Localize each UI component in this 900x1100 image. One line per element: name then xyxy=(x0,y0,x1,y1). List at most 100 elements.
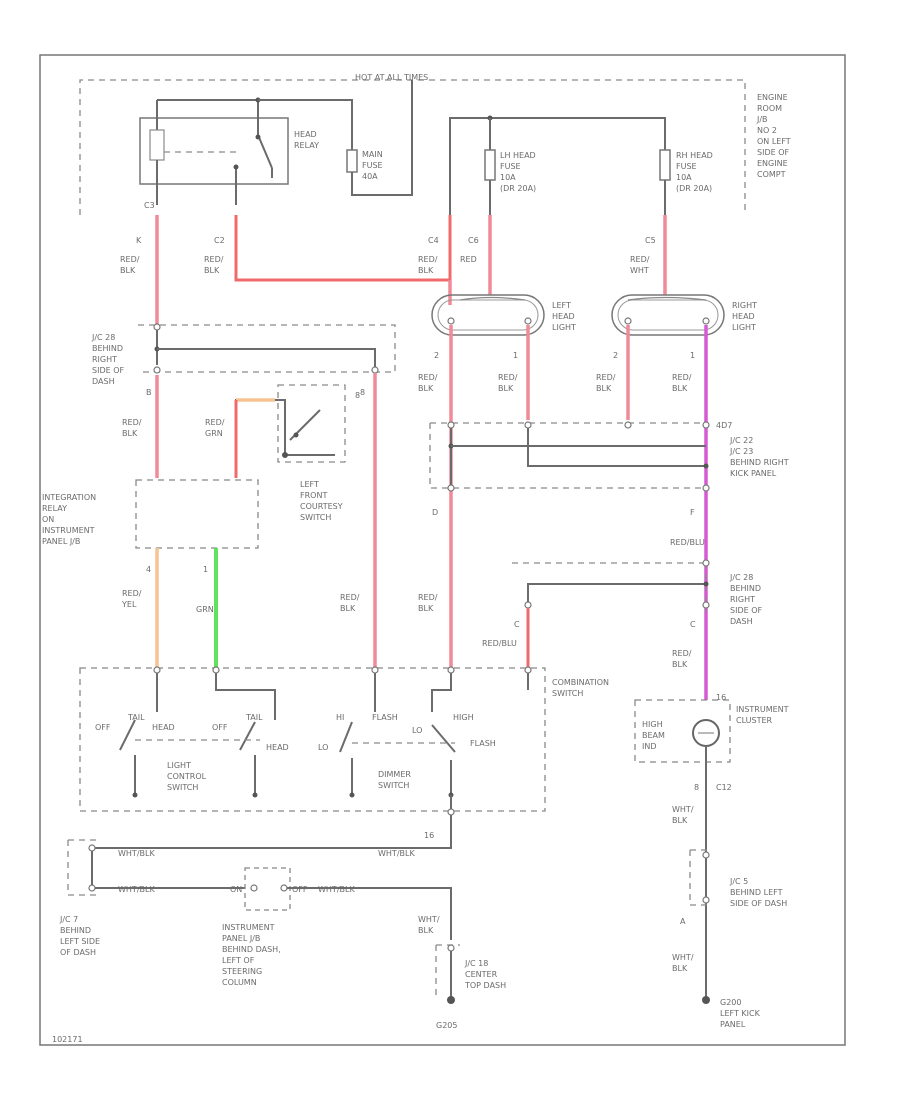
wire-label-red-blk-3: RED/BLK xyxy=(340,593,360,613)
svg-text:RED/WHT: RED/WHT xyxy=(630,255,650,275)
wire-labels-top: RED/BLK RED/BLK RED/BLK RED RED/WHT xyxy=(120,255,650,275)
wire-label-red-blu-1: RED/BLU xyxy=(670,538,705,547)
svg-text:WHT/BLK: WHT/BLK xyxy=(118,849,155,858)
svg-text:1: 1 xyxy=(513,351,518,360)
svg-text:RED/BLK: RED/BLK xyxy=(596,373,616,393)
lh-head-fuse-label: LH HEAD FUSE 10A (DR 20A) xyxy=(500,151,538,193)
pin-c4: C4 xyxy=(428,236,439,245)
svg-text:RED/BLK: RED/BLK xyxy=(672,373,692,393)
pin-1: 1 xyxy=(203,565,208,574)
svg-text:OFF: OFF xyxy=(212,723,228,732)
svg-text:HIGH: HIGH xyxy=(453,713,474,722)
svg-text:2: 2 xyxy=(613,351,618,360)
wire-label-red-grn: RED/GRN xyxy=(205,418,225,438)
svg-text:C: C xyxy=(514,620,520,629)
svg-text:RED/BLK: RED/BLK xyxy=(204,255,224,275)
svg-text:FLASH: FLASH xyxy=(470,739,496,748)
svg-text:WHT/BLK: WHT/BLK xyxy=(318,885,355,894)
svg-text:C12: C12 xyxy=(716,783,732,792)
svg-text:HEAD: HEAD xyxy=(266,743,289,752)
head-relay-box xyxy=(139,117,289,185)
svg-text:HI: HI xyxy=(336,713,344,722)
pin-c6: C6 xyxy=(468,236,479,245)
diagram-frame xyxy=(39,54,846,1046)
svg-text:RED/BLK: RED/BLK xyxy=(418,373,438,393)
svg-text:LO: LO xyxy=(318,743,328,752)
svg-text:ON: ON xyxy=(230,885,242,894)
main-fuse-icon xyxy=(346,149,358,173)
svg-text:B: B xyxy=(146,388,152,397)
svg-text:F: F xyxy=(690,508,695,517)
svg-text:HEAD: HEAD xyxy=(152,723,175,732)
hot-at-all-times-label: HOT AT ALL TIMES xyxy=(355,73,428,82)
ground-g200-icon xyxy=(702,996,710,1004)
wire-label-red-blu-2: RED/BLU xyxy=(482,639,517,648)
pin-c2: C2 xyxy=(214,236,225,245)
lh-head-fuse-icon xyxy=(484,149,496,181)
wire-label-red-yel: RED/YEL xyxy=(121,589,142,609)
svg-text:2: 2 xyxy=(434,351,439,360)
svg-text:WHT/BLK: WHT/BLK xyxy=(418,915,440,935)
svg-text:16: 16 xyxy=(716,693,726,702)
engine-room-jb: HOT AT ALL TIMES ENGINE ROOM J/B NO 2 ON… xyxy=(79,73,791,215)
svg-text:A: A xyxy=(680,917,686,926)
wire-label-wht-blk-1: WHT/BLK xyxy=(672,805,694,825)
svg-text:TAIL: TAIL xyxy=(245,713,263,722)
ground-g205-label: G205 xyxy=(436,1021,457,1030)
rh-head-fuse-label: RH HEAD FUSE 10A (DR 20A) xyxy=(676,151,715,193)
pin-c3: C3 xyxy=(144,201,155,210)
svg-text:WHT/BLK: WHT/BLK xyxy=(118,885,155,894)
svg-text:D: D xyxy=(432,508,438,517)
head-relay-label: HEAD RELAY xyxy=(294,130,319,150)
svg-text:RED/BLK: RED/BLK xyxy=(498,373,518,393)
svg-text:4D7: 4D7 xyxy=(716,421,732,430)
svg-text:8: 8 xyxy=(360,388,365,397)
svg-text:C: C xyxy=(690,620,696,629)
wire-label-red-blk-2: RED/BLK xyxy=(122,418,142,438)
svg-text:TAIL: TAIL xyxy=(127,713,145,722)
main-fuse-label: MAIN FUSE 40A xyxy=(362,150,385,181)
ground-g205-icon xyxy=(447,996,455,1004)
svg-text:RED: RED xyxy=(460,255,477,264)
svg-text:RED/BLK: RED/BLK xyxy=(418,255,438,275)
figure-code: 102171 xyxy=(52,1035,83,1044)
pin-4: 4 xyxy=(146,565,151,574)
pin-c5: C5 xyxy=(645,236,656,245)
svg-text:RED/BLK: RED/BLK xyxy=(120,255,140,275)
pin-k: K xyxy=(136,236,142,245)
rh-head-fuse-icon xyxy=(659,149,671,181)
svg-text:16: 16 xyxy=(424,831,434,840)
svg-text:8: 8 xyxy=(694,783,699,792)
svg-text:8: 8 xyxy=(355,391,360,400)
wire-labels-mid: 2 1 2 1 RED/BLK RED/BLK RED/BLK RED/BLK xyxy=(418,351,695,393)
svg-text:OFF: OFF xyxy=(95,723,111,732)
svg-text:FLASH: FLASH xyxy=(372,713,398,722)
svg-text:OFF: OFF xyxy=(292,885,308,894)
wire-label-grn: GRN xyxy=(196,605,214,614)
